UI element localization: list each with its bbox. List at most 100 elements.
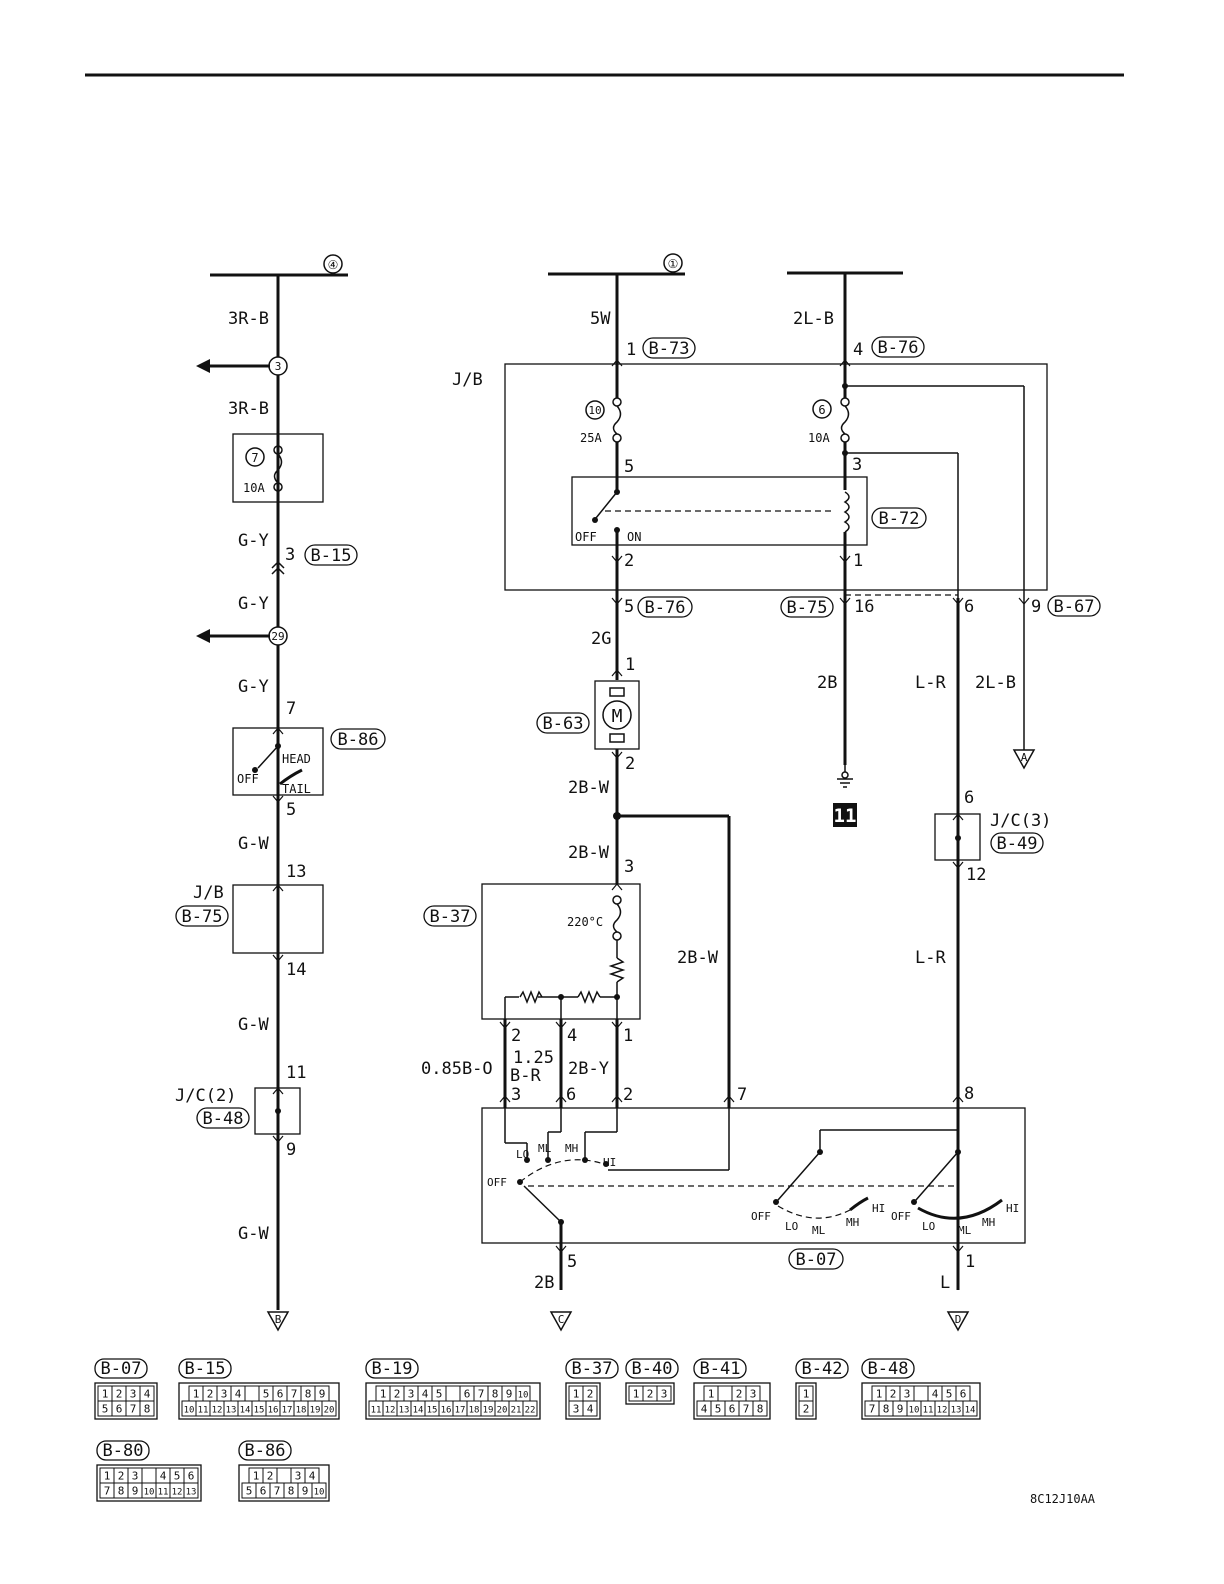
wire-label: 3R-B [228, 399, 269, 419]
pin-number: 3 [624, 857, 634, 877]
legend-pin: 14 [413, 1406, 424, 1416]
legend-pin: 5 [436, 1388, 443, 1401]
legend-pin: 10 [184, 1406, 195, 1416]
pin-number: 2 [624, 551, 634, 571]
connector-b76-lower: B-76 [645, 598, 686, 618]
legend-pin: 17 [282, 1406, 293, 1416]
wire-label: 2B-W [568, 778, 610, 798]
legend-pin: 4 [701, 1403, 708, 1416]
legend-pin: 8 [492, 1388, 499, 1401]
bus-label-left: ④ [328, 258, 339, 272]
legend-pin: 5 [715, 1403, 722, 1416]
legend-pin: 3 [661, 1388, 668, 1401]
pin-number: 1 [623, 1026, 633, 1046]
legend-pin: 5 [174, 1470, 181, 1483]
svg-text:M: M [612, 706, 623, 727]
legend-pin: 9 [506, 1388, 513, 1401]
pin-number: 6 [964, 597, 974, 617]
connector-b37: B-37 [430, 907, 471, 927]
sw-off: OFF [487, 1176, 507, 1189]
legend-pin: 14 [965, 1406, 976, 1416]
switch-head: HEAD [282, 752, 311, 766]
legend-label: B-48 [868, 1359, 909, 1379]
legend-pin: 12 [172, 1488, 183, 1498]
switch-off: OFF [237, 772, 259, 786]
pin-number: 12 [966, 865, 986, 885]
wire-label: 2B [817, 673, 837, 693]
sw-hi: HI [603, 1156, 616, 1169]
wire-label: B-R [510, 1066, 541, 1086]
legend-pin: 3 [904, 1388, 911, 1401]
wire-label: 0.85B-O [421, 1059, 493, 1079]
legend-pin: 6 [277, 1388, 284, 1401]
sw-a-off: OFF [751, 1210, 771, 1223]
legend-label: B-19 [372, 1359, 413, 1379]
legend-pin: 4 [144, 1388, 151, 1401]
pin-number: 5 [567, 1252, 577, 1272]
fuse-rating: 25A [580, 431, 602, 445]
wire-label: 3R-B [228, 309, 269, 329]
main-circuit: ① J/B 5W 1 B-73 10 25A 5 OFF ON 2 B-72 [421, 253, 1101, 1332]
legend-pin: 6 [960, 1388, 967, 1401]
legend-pin: 8 [144, 1403, 151, 1416]
legend-label: B-41 [700, 1359, 741, 1379]
connector-b67: B-67 [1054, 597, 1095, 617]
connector-b07: B-07 [796, 1250, 837, 1270]
connector-b72: B-72 [879, 509, 920, 529]
pin-number: 4 [853, 340, 863, 360]
legend-pin: 5 [102, 1403, 109, 1416]
pin-number: 2 [511, 1026, 521, 1046]
legend-pin: 8 [118, 1485, 125, 1498]
legend-pin: 8 [883, 1403, 890, 1416]
legend-pin: 2 [587, 1388, 594, 1401]
legend-pin: 19 [310, 1406, 321, 1416]
wire-label: L-R [915, 948, 946, 968]
sw-b-hi: HI [1006, 1202, 1019, 1215]
wire-label: L [940, 1273, 950, 1293]
legend-pin: 2 [803, 1403, 810, 1416]
legend-pin: 13 [226, 1406, 237, 1416]
pin-number: 1 [626, 340, 636, 360]
diagram-code: 8C12J10AA [1030, 1492, 1096, 1506]
legend-pin: 10 [909, 1406, 920, 1416]
wire-label: G-W [238, 834, 269, 854]
legend-pin: 8 [305, 1388, 312, 1401]
wire-label: L-R [915, 673, 946, 693]
legend-pin: 4 [422, 1388, 429, 1401]
legend-pin: 18 [296, 1406, 307, 1416]
legend-pin: 2 [207, 1388, 214, 1401]
sw-a-hi: HI [872, 1202, 885, 1215]
legend-pin: 2 [736, 1388, 743, 1401]
legend-pin: 1 [253, 1470, 260, 1483]
pin-number: 3 [285, 545, 295, 565]
legend-pin: 3 [132, 1470, 139, 1483]
fuse-number: 10 [588, 404, 601, 417]
sw-b-ml: ML [958, 1224, 972, 1237]
pin-number: 5 [624, 597, 634, 617]
terminal-b: B [275, 1313, 282, 1326]
legend-pin: 8 [288, 1485, 295, 1498]
legend-pin: 20 [497, 1406, 508, 1416]
wire-label: G-Y [238, 531, 269, 551]
legend-pin: 7 [291, 1388, 298, 1401]
pin-number: 13 [286, 862, 306, 882]
sw-b-off: OFF [891, 1210, 911, 1223]
legend-pin: 6 [729, 1403, 736, 1416]
legend-pin: 18 [469, 1406, 480, 1416]
wire-label: 1.25 [513, 1048, 554, 1068]
legend-pin: 4 [309, 1470, 316, 1483]
legend-pin: 1 [573, 1388, 580, 1401]
sw-lo: LO [516, 1148, 529, 1161]
sw-a-mh: MH [846, 1216, 859, 1229]
wire-label: 2L-B [975, 673, 1016, 693]
wire-label: 2L-B [793, 309, 834, 329]
legend-pin: 2 [647, 1388, 654, 1401]
terminal-d: D [955, 1313, 962, 1326]
legend-pin: 1 [803, 1388, 810, 1401]
connector-b49: B-49 [997, 834, 1038, 854]
legend-pin: 2 [118, 1470, 125, 1483]
wire-label: G-W [238, 1224, 269, 1244]
bus-label-center: ① [668, 257, 679, 271]
